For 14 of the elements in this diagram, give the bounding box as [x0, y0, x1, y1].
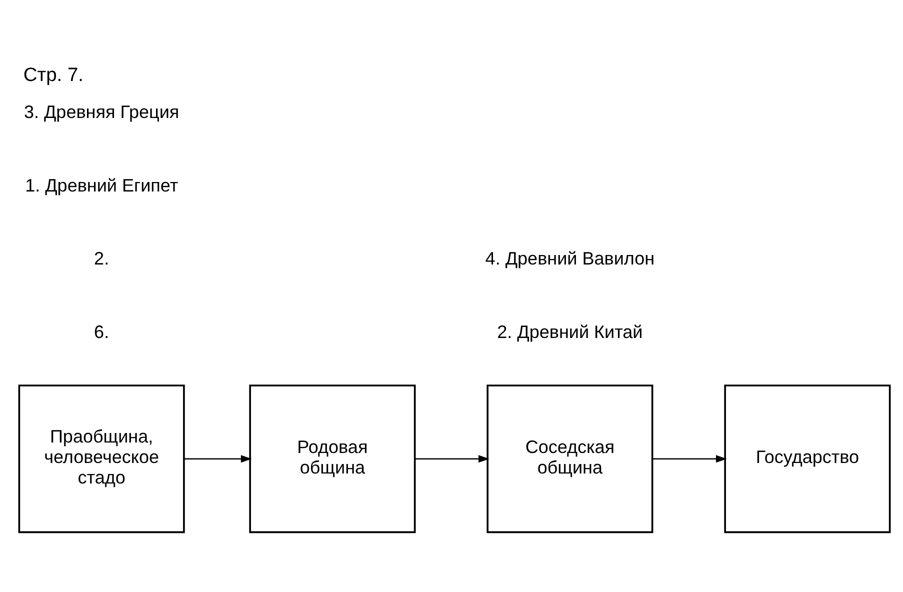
- node-box: Государство: [724, 384, 891, 533]
- label: 4. Древний Вавилон: [485, 248, 655, 268]
- label: 2.: [94, 248, 110, 268]
- node-box: Родовая община: [249, 384, 416, 533]
- arrow: [184, 454, 252, 462]
- label: 2. Древний Китай: [497, 321, 643, 342]
- label: 3. Древняя Греция: [24, 101, 180, 122]
- node-box: Праобщина, человеческое стадо: [18, 384, 185, 533]
- arrow: [652, 454, 727, 462]
- diagram-title: Стр. 7.: [23, 64, 84, 86]
- arrow: [414, 454, 490, 462]
- label: 1. Древний Египет: [25, 174, 178, 195]
- node-box: Соседская община: [486, 384, 654, 533]
- label: 6.: [94, 321, 110, 342]
